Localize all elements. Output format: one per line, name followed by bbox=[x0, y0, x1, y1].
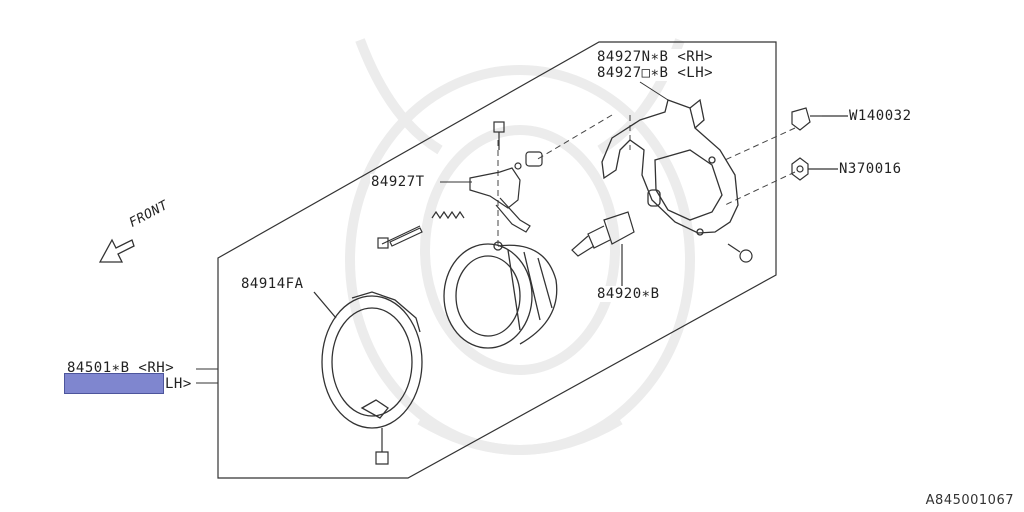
label-assy-rh: 84501∗B <RH> bbox=[67, 360, 175, 376]
front-arrow-icon bbox=[98, 238, 135, 263]
label-ring: 84914FA bbox=[240, 276, 305, 292]
assembly-outline bbox=[217, 41, 777, 479]
top-screw bbox=[493, 121, 505, 150]
fog-lamp-housing bbox=[443, 241, 558, 349]
bottom-screw bbox=[375, 428, 389, 465]
alignment-lines bbox=[497, 114, 796, 245]
label-bulb: 84920∗B bbox=[596, 286, 661, 302]
label-bracket-lh: 84927□∗B <LH> bbox=[596, 65, 715, 81]
clip-part bbox=[791, 107, 848, 131]
watermark-emblem bbox=[345, 38, 695, 455]
highlight-box bbox=[64, 373, 164, 394]
bracket-screw bbox=[727, 243, 753, 263]
label-clip: W140032 bbox=[848, 108, 913, 124]
label-assy-lh: LH> bbox=[164, 376, 193, 392]
leader-lines bbox=[196, 81, 669, 384]
bulb-part bbox=[571, 211, 635, 288]
adjuster-spring bbox=[377, 210, 465, 249]
label-bracket-rh: 84927N∗B <RH> bbox=[596, 49, 715, 65]
label-nut: N370016 bbox=[838, 161, 903, 177]
bezel-ring bbox=[313, 291, 423, 429]
small-bracket bbox=[469, 151, 543, 233]
label-small-bracket: 84927T bbox=[370, 174, 426, 190]
nut-part bbox=[791, 157, 838, 181]
reference-code: A845001067 bbox=[925, 493, 1014, 508]
mounting-bracket bbox=[601, 98, 739, 236]
